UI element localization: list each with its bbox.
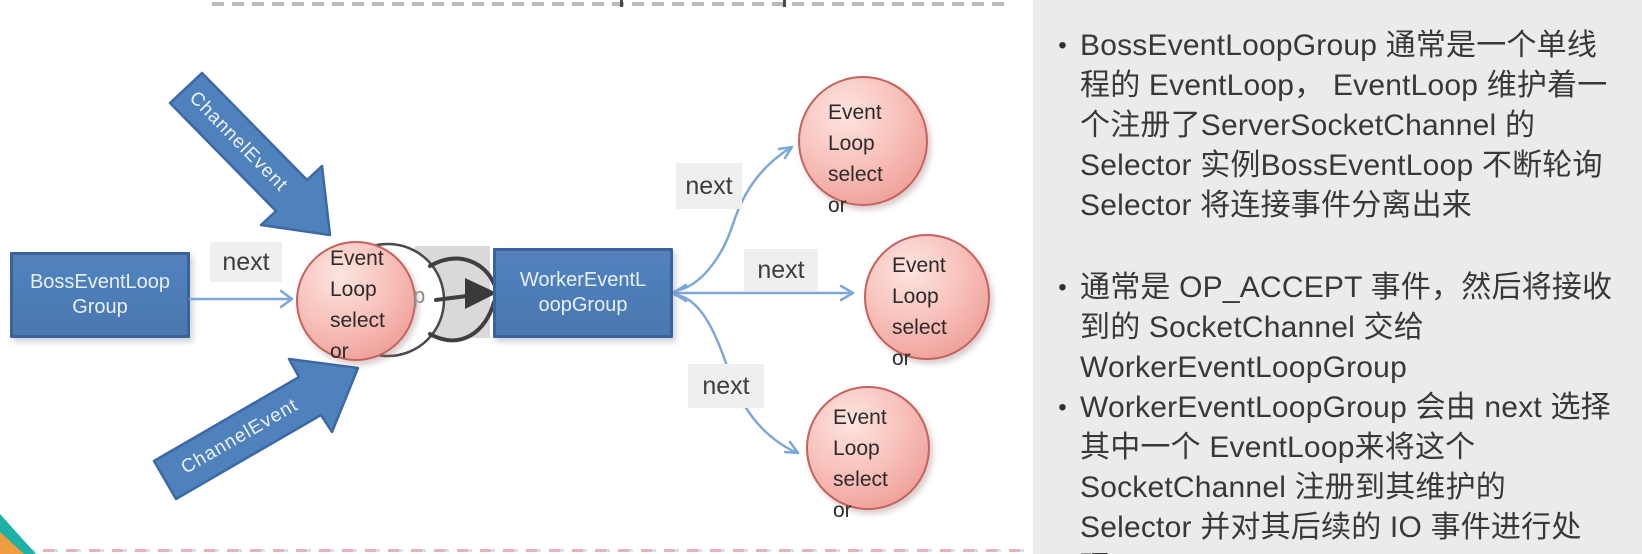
channel-event-label-top: ChannelEvent bbox=[184, 87, 292, 196]
boss-eventloop-group-box: BossEventLoop Group bbox=[10, 252, 190, 338]
arrowhead-at-worker bbox=[671, 283, 688, 303]
channel-event-label-bottom: ChannelEvent bbox=[177, 394, 302, 479]
notes-panel: • BossEventLoopGroup 通常是一个单线 程的 EventLoo… bbox=[1033, 0, 1642, 554]
next-label-1: next bbox=[210, 242, 282, 282]
arrowhead bbox=[279, 289, 294, 309]
clipped-underline-strip bbox=[20, 549, 1032, 552]
loop-arrow-curves bbox=[428, 256, 496, 343]
title-descender-mark bbox=[783, 0, 786, 7]
loop-gray-box bbox=[415, 246, 490, 338]
eventloop-1-label: Event Loop select or bbox=[828, 101, 883, 217]
hub-letter: p bbox=[413, 283, 426, 308]
eventloop-circle-1 bbox=[798, 76, 928, 206]
bullet-marker: • bbox=[1058, 394, 1067, 421]
arrowhead bbox=[839, 284, 855, 302]
bullet-item: • WorkerEventLoopGroup 会由 next 选择 其中一个 E… bbox=[1045, 388, 1616, 554]
next-label-2: next bbox=[676, 163, 742, 209]
worker-eventloop-group-box: WorkerEventL oopGroup bbox=[493, 248, 673, 338]
arrowhead bbox=[783, 440, 800, 455]
title-descender-mark bbox=[620, 0, 623, 7]
worker-eventloop-group-label: WorkerEventL oopGroup bbox=[519, 269, 647, 316]
eventloop-3-label: Event Loop select or bbox=[833, 406, 888, 522]
arrowhead bbox=[777, 145, 794, 160]
bullet-item: • BossEventLoopGroup 通常是一个单线 程的 EventLoo… bbox=[1045, 26, 1616, 226]
clipped-title-strip bbox=[212, 0, 1008, 7]
eventloop-2-label: Event Loop select or bbox=[892, 254, 947, 370]
bullet-item: • 通常是 OP_ACCEPT 事件，然后将接收 到的 SocketChanne… bbox=[1045, 268, 1616, 388]
bullet-text-op-accept: 通常是 OP_ACCEPT 事件，然后将接收 到的 SocketChannel … bbox=[1080, 271, 1613, 384]
eventloop-circle-3 bbox=[806, 386, 930, 510]
bullet-text-boss-eventloop: BossEventLoopGroup 通常是一个单线 程的 EventLoop，… bbox=[1080, 29, 1608, 222]
boss-eventloop-group-label: BossEventLoop Group bbox=[29, 271, 171, 318]
bullet-text-worker-eventloop: WorkerEventLoopGroup 会由 next 选择 其中一个 Eve… bbox=[1080, 391, 1611, 554]
next-label-3: next bbox=[744, 249, 818, 291]
eventloop-main-label: Event Loop select or bbox=[330, 247, 385, 363]
bullet-marker: • bbox=[1058, 32, 1067, 59]
bullet-marker: • bbox=[1058, 274, 1067, 301]
next-label-4: next bbox=[688, 364, 764, 408]
eventloop-circle-2 bbox=[864, 234, 990, 360]
